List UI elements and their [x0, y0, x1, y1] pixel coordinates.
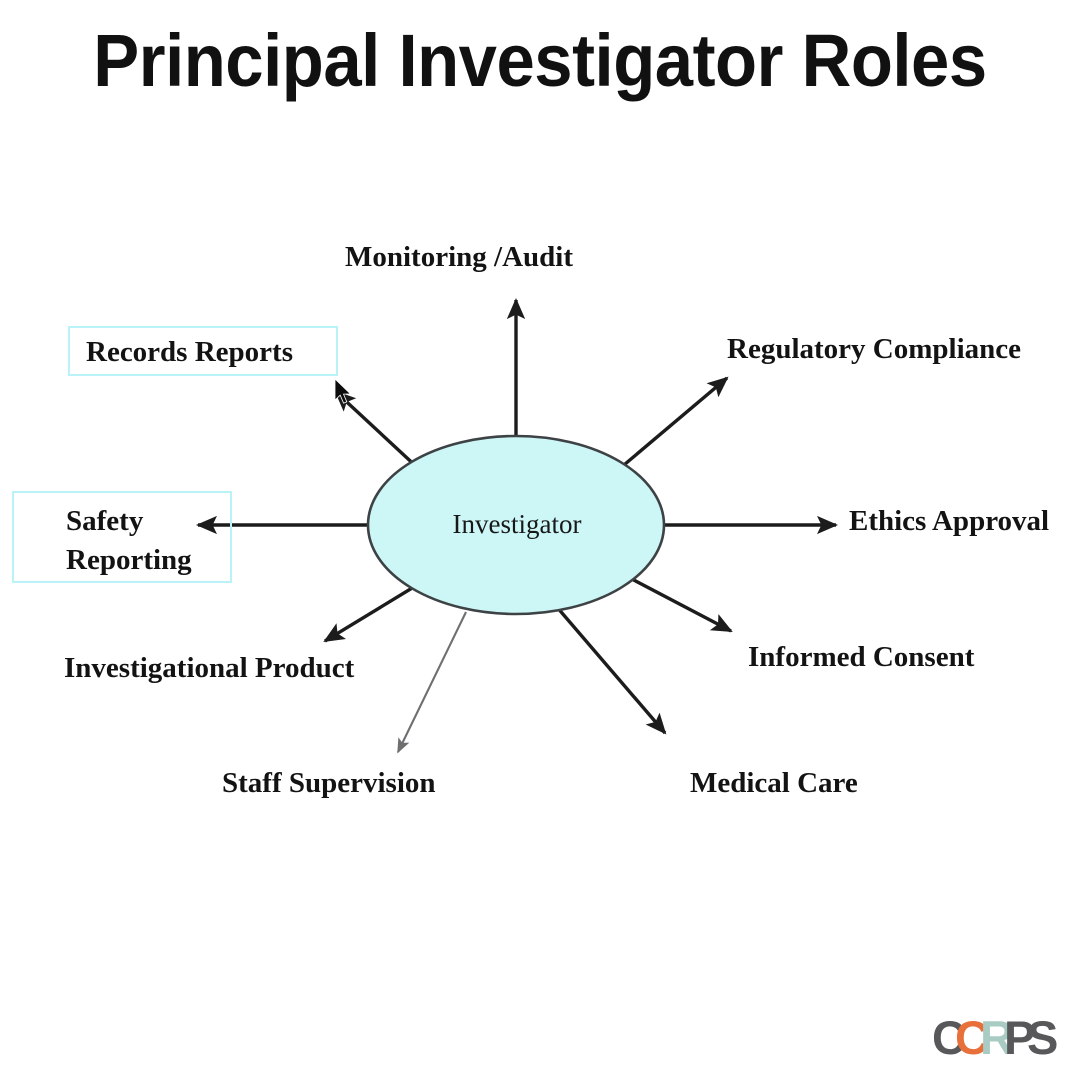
safety-reporting-line-2: Reporting [66, 544, 192, 576]
safety-reporting-line-1: Safety [66, 505, 144, 537]
logo-letter-c2: C [955, 1011, 989, 1064]
center-node-label: Investigator [452, 509, 582, 539]
spoke-records-reports [334, 390, 422, 472]
logo-letter-s: S [1027, 1011, 1058, 1064]
ccrps-logo: C C R P S [932, 1011, 1058, 1064]
node-label-ethics-approval[interactable]: Ethics Approval [849, 505, 1050, 537]
spoke-informed-consent [625, 574, 733, 633]
spoke-medical-care [554, 604, 667, 735]
center-ellipse[interactable] [366, 434, 666, 616]
mouse-cursor-icon [334, 378, 352, 404]
node-label-staff-supervision[interactable]: Staff Supervision [222, 767, 436, 799]
node-label-monitoring-audit[interactable]: Monitoring /Audit [345, 241, 573, 273]
node-label-informed-consent[interactable]: Informed Consent [748, 641, 975, 673]
logo-letter-r: R [980, 1011, 1014, 1064]
node-label-safety-reporting[interactable]: Safety Reporting [12, 491, 232, 583]
spoke-regulatory-compliance [616, 376, 729, 472]
page-title: Principal Investigator Roles [93, 19, 987, 102]
logo-letter-c1: C [932, 1011, 966, 1064]
node-label-investigational-product[interactable]: Investigational Product [64, 652, 355, 684]
node-label-records-reports[interactable]: Records Reports [68, 326, 338, 376]
logo-letter-p: P [1004, 1011, 1035, 1064]
spoke-staff-supervision [397, 611, 467, 754]
node-label-medical-care[interactable]: Medical Care [690, 767, 858, 799]
spoke-investigational-product [323, 580, 423, 643]
node-label-regulatory-compliance[interactable]: Regulatory Compliance [727, 333, 1021, 365]
spoke-lines [195, 297, 839, 754]
